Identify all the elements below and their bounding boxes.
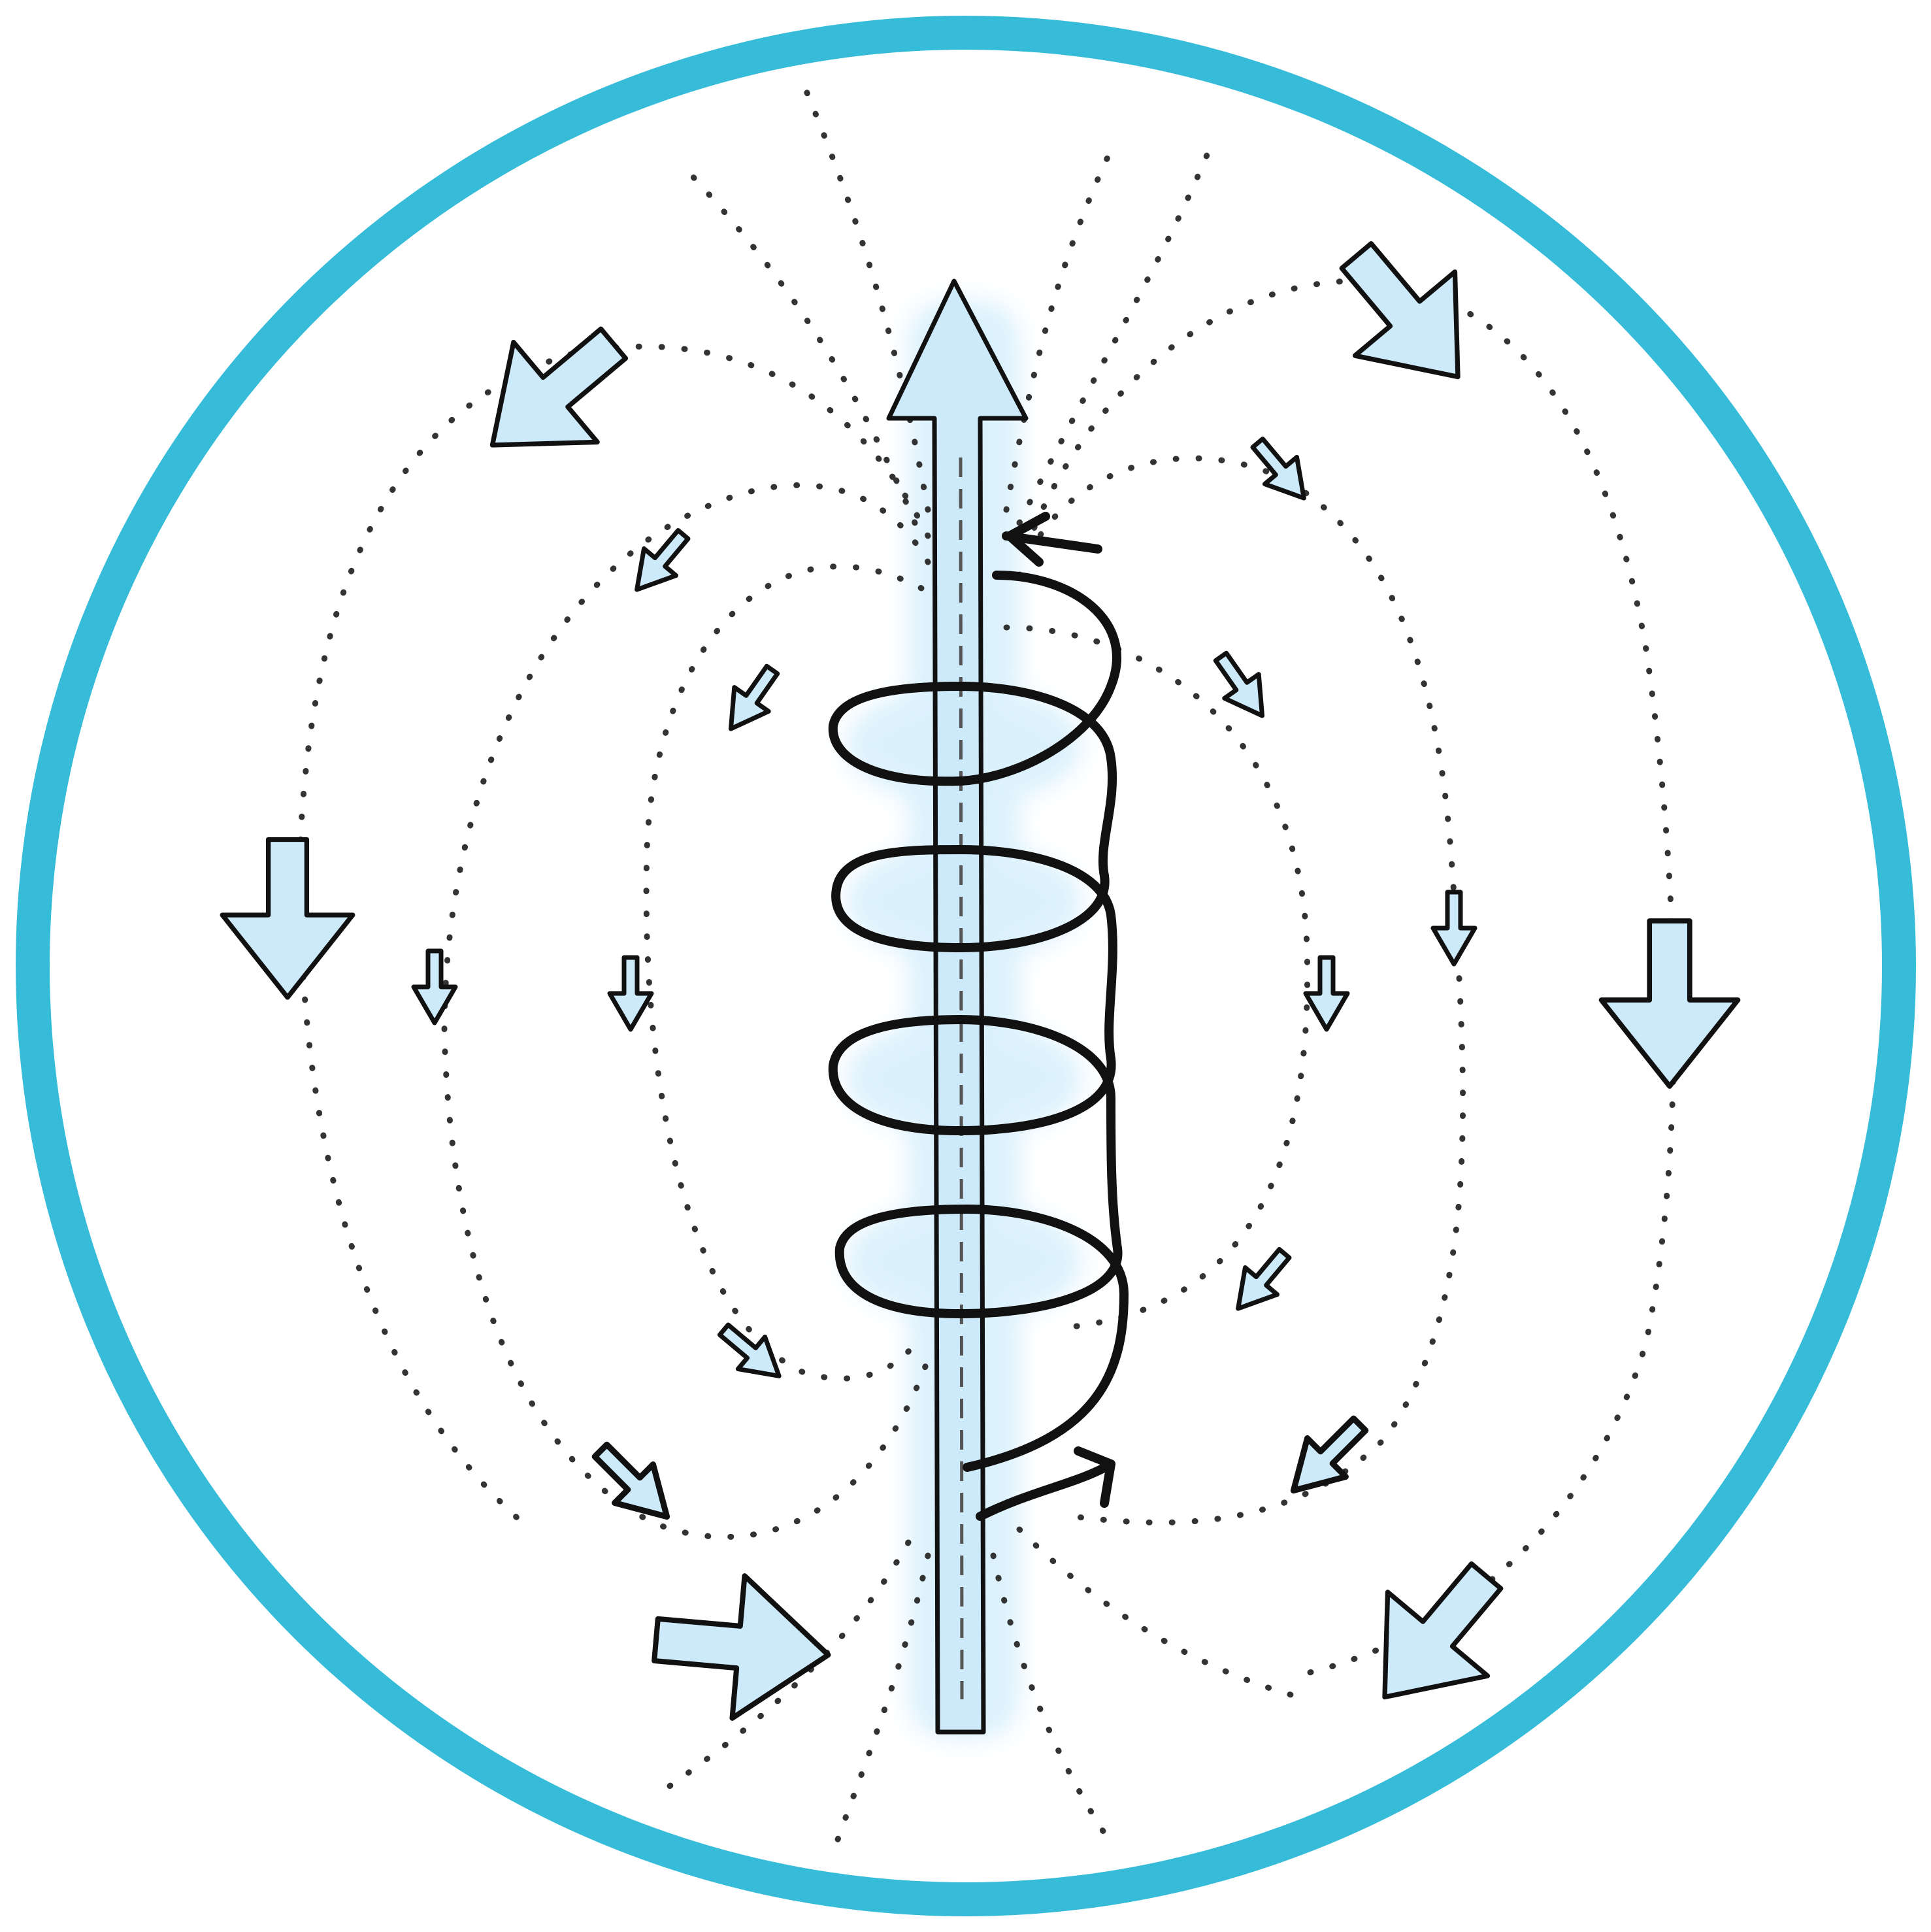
- toroidal-field-diagram: [0, 0, 1931, 1932]
